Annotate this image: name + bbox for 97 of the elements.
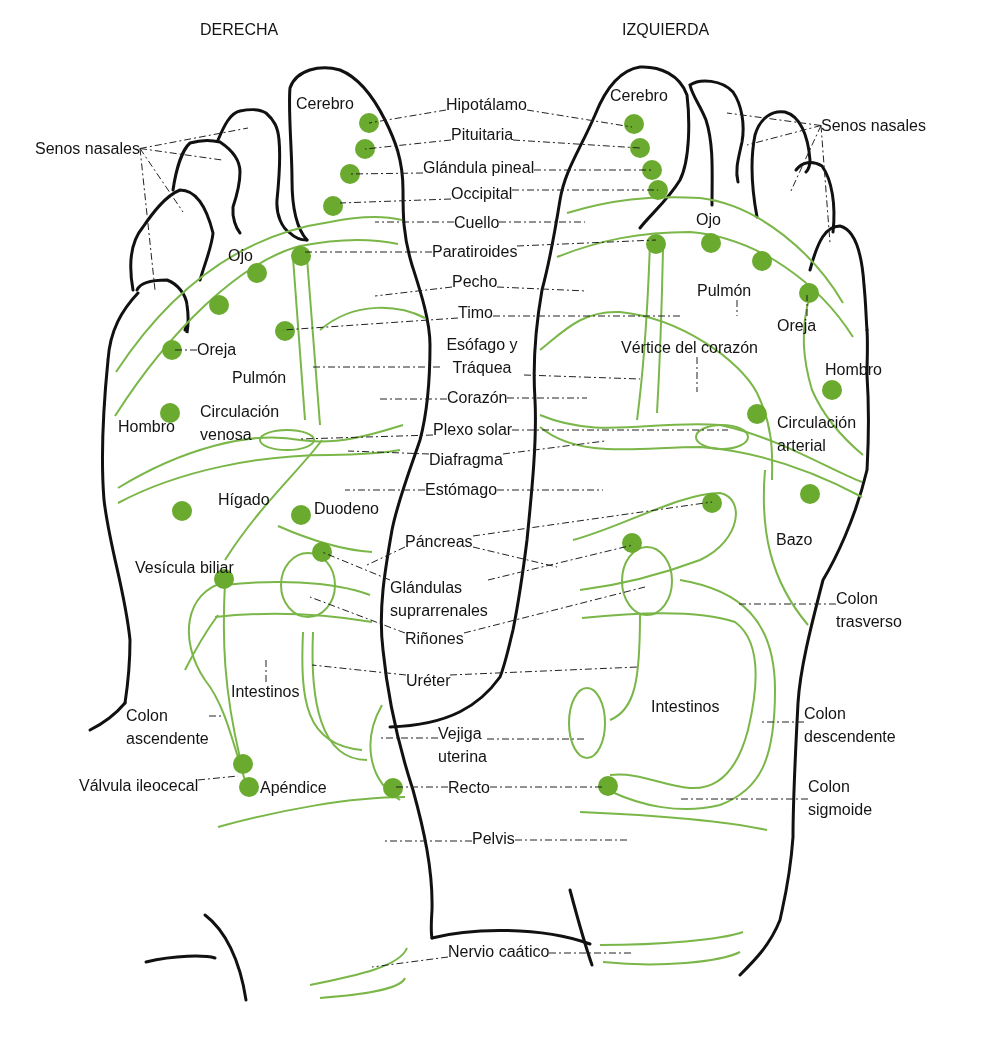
leader-line: [496, 489, 604, 491]
leader-line: [511, 189, 659, 191]
region-label: Bazo: [776, 530, 813, 549]
leader-line: [344, 489, 426, 491]
leader-line: [820, 125, 831, 244]
region-label: Pulmón: [697, 281, 752, 300]
leader-line: [366, 546, 406, 566]
region-label: Intestinos: [231, 682, 300, 701]
region-label: Colon ascendente: [126, 704, 209, 750]
leader-line: [139, 148, 223, 161]
leader-line: [364, 139, 452, 150]
leader-line: [339, 198, 452, 204]
region-label: Esófago y Tráquea: [440, 333, 524, 379]
leader-line: [533, 169, 653, 171]
region-label: Plexo solar: [433, 420, 513, 439]
leader-line: [523, 374, 641, 380]
leader-line: [368, 109, 447, 124]
leader-line: [486, 738, 586, 740]
region-label: Nervio caático: [448, 942, 550, 961]
region-label: Cerebro: [610, 86, 668, 105]
leader-line: [737, 603, 837, 605]
region-label: Cuello: [454, 213, 500, 232]
region-label: Glándulas suprarrenales: [390, 576, 488, 622]
region-label: Páncreas: [405, 532, 473, 551]
region-label: Hígado: [218, 490, 270, 509]
region-label: Corazón: [447, 388, 508, 407]
region-label: Pituitaria: [451, 125, 514, 144]
leader-line: [548, 952, 634, 954]
region-label: Colon sigmoide: [808, 775, 873, 821]
region-label: Válvula ileocecal: [79, 776, 199, 795]
leader-line: [347, 450, 430, 455]
leader-line: [304, 251, 433, 253]
foot-side-heading: DERECHA: [200, 20, 279, 39]
leader-line: [506, 397, 588, 399]
leader-line: [487, 544, 634, 581]
leader-line: [349, 172, 424, 175]
leader-line: [526, 109, 633, 128]
leader-line: [806, 294, 808, 317]
region-label: Pecho: [452, 272, 498, 291]
region-label: Intestinos: [651, 697, 720, 716]
leader-line: [746, 125, 822, 146]
leader-line: [299, 434, 434, 440]
region-label: Oreja: [197, 340, 237, 359]
leader-line: [498, 221, 586, 223]
region-label: Duodeno: [314, 499, 379, 518]
leader-line: [371, 956, 449, 968]
region-label: Ojo: [696, 210, 721, 229]
leader-line: [789, 125, 822, 194]
leader-line: [321, 551, 391, 581]
leader-line: [309, 596, 406, 634]
leader-line: [265, 659, 267, 683]
leader-line: [679, 798, 809, 800]
leader-line: [502, 440, 606, 455]
region-label: Estómago: [425, 480, 498, 499]
leader-line: [374, 286, 453, 297]
leader-line: [696, 356, 698, 393]
leader-line: [472, 501, 713, 537]
region-label: Vesícula biliar: [135, 558, 234, 577]
region-label: Diafragma: [429, 450, 503, 469]
region-label: Recto: [448, 778, 490, 797]
leader-line: [377, 398, 448, 400]
region-label: Pulmón: [232, 368, 287, 387]
leader-line: [761, 721, 805, 723]
leader-line: [736, 299, 738, 317]
leader-line: [311, 664, 407, 676]
leader-line: [472, 546, 558, 568]
region-label: Colon trasverso: [836, 587, 902, 633]
region-label: Hombro: [118, 417, 175, 436]
leader-line: [492, 315, 681, 317]
region-label: Glándula pineal: [423, 158, 535, 177]
region-label: Timo: [458, 303, 493, 322]
region-label: Senos nasales: [821, 116, 926, 135]
region-label: Apéndice: [260, 778, 327, 797]
leader-line: [374, 221, 455, 223]
foot-side-heading: IZQUIERDA: [622, 20, 710, 39]
leader-line: [449, 666, 639, 676]
leader-line: [463, 586, 646, 634]
region-label: Paratiroides: [432, 242, 518, 261]
leader-line: [516, 239, 657, 247]
region-label: Circulación venosa: [200, 402, 280, 445]
region-label: Cerebro: [296, 94, 354, 113]
region-label: Vejiga uterina: [438, 722, 487, 768]
leader-line: [139, 148, 184, 213]
region-label: Occipital: [451, 184, 513, 203]
leader-line: [208, 715, 223, 717]
leader-line: [512, 139, 641, 149]
region-label: Senos nasales: [35, 139, 140, 158]
region-label: Colon descendente: [804, 702, 896, 748]
region-label: Hipotálamo: [446, 95, 527, 114]
region-label: Pelvis: [472, 829, 515, 848]
leader-line: [394, 786, 449, 788]
region-label: Uréter: [406, 671, 451, 690]
leader-line: [379, 737, 439, 739]
leader-line: [139, 127, 249, 149]
leader-line: [139, 148, 156, 291]
region-label: Riñones: [405, 629, 464, 648]
leader-line: [511, 429, 729, 431]
